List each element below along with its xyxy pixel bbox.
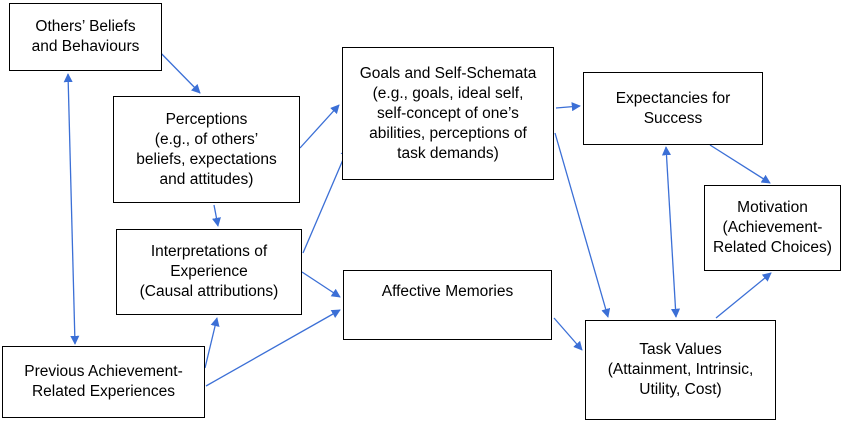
node-perceptions: Perceptions (e.g., of others’ beliefs, e… — [113, 96, 300, 203]
node-interpretations: Interpretations of Experience (Causal at… — [116, 229, 302, 315]
node-previous-experiences: Previous Achievement- Related Experience… — [2, 346, 205, 418]
node-previous-line-2: Related Experiences — [31, 383, 176, 400]
node-goals-self-schemata: Goals and Self-Schemata (e.g., goals, id… — [342, 47, 554, 180]
node-interpretations-line-1: Interpretations of — [150, 243, 268, 260]
arrow-expectancies-to-task-values — [661, 146, 681, 318]
arrow-previous-to-affective — [205, 309, 341, 387]
node-motivation-line-3: Related Choices) — [713, 239, 832, 256]
node-expectancies: Expectancies for Success — [583, 72, 763, 145]
arrow-goals-to-expectancies — [555, 102, 581, 112]
arrow-others-beliefs-to-previous — [63, 73, 80, 345]
node-task-values: Task Values (Attainment, Intrinsic, Util… — [585, 320, 776, 420]
arrow-goals-to-task-values — [554, 132, 611, 318]
node-perceptions-line-2: (e.g., of others’ — [154, 130, 259, 148]
node-expectancies-line-1: Expectancies for — [615, 89, 731, 107]
node-motivation-line-1: Motivation — [737, 199, 808, 216]
arrow-perceptions-to-interpretations — [211, 204, 221, 227]
arrow-interpretations-to-affective — [301, 271, 341, 298]
node-previous-line-1: Previous Achievement- — [24, 363, 183, 380]
arrow-task-values-to-motivation — [715, 272, 772, 319]
node-goals-line-3: self-concept of one’s — [377, 104, 519, 122]
node-motivation-line-2: (Achievement- — [722, 219, 823, 236]
node-interpretations-line-2: Experience — [170, 263, 248, 280]
node-others-beliefs-line-1: Others’ Beliefs — [35, 18, 136, 35]
node-others-beliefs-line-2: and Behaviours — [31, 38, 140, 55]
node-task-values-line-2: (Attainment, Intrinsic, — [607, 361, 754, 378]
node-goals-line-4: abilities, perceptions of — [369, 124, 527, 142]
node-task-values-line-3: Utility, Cost) — [639, 381, 722, 398]
arrow-expectancies-to-motivation — [709, 144, 771, 184]
node-affective-line-1: Affective Memories — [381, 283, 514, 300]
node-perceptions-line-1: Perceptions — [165, 110, 248, 128]
node-others-beliefs: Others’ Beliefs and Behaviours — [9, 3, 162, 71]
node-goals-line-2: (e.g., goals, ideal self, — [372, 84, 524, 102]
node-task-values-line-1: Task Values — [639, 341, 722, 358]
node-expectancies-line-2: Success — [643, 109, 703, 127]
node-perceptions-line-4: and attitudes) — [159, 170, 254, 188]
node-goals-line-1: Goals and Self-Schemata — [359, 64, 537, 82]
node-affective-memories: Affective Memories — [343, 270, 552, 340]
node-interpretations-line-3: (Causal attributions) — [139, 283, 279, 300]
arrow-interpretations-to-goals — [302, 147, 349, 254]
arrow-perceptions-to-goals — [299, 104, 340, 149]
arrow-previous-to-interpretations — [204, 317, 220, 369]
node-motivation: Motivation (Achievement- Related Choices… — [704, 185, 841, 271]
arrow-affective-to-task-values — [553, 317, 583, 351]
node-goals-line-5: task demands) — [397, 144, 499, 162]
node-perceptions-line-3: beliefs, expectations — [136, 150, 277, 168]
